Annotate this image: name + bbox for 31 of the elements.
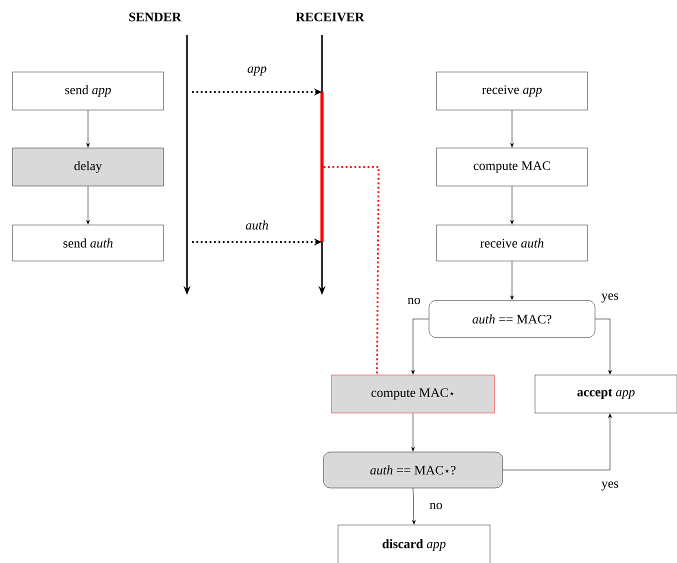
process-box: send app (12, 72, 164, 110)
edge-label: app (248, 66, 266, 76)
process-box: send auth (12, 224, 164, 262)
arrow (510, 260, 514, 300)
decision-box: auth == MAC? (428, 300, 596, 338)
process-box: compute MAC (436, 148, 588, 186)
process-box: receive app (436, 72, 588, 110)
edge-label: no (430, 502, 442, 510)
process-box: discard app (338, 524, 490, 563)
column-heading: SENDER (129, 12, 182, 22)
arrow (86, 110, 90, 148)
connector (324, 166, 380, 375)
arrow (594, 318, 612, 374)
process-box: accept app (534, 374, 677, 414)
edge-label: auth (246, 220, 268, 230)
arrow (411, 412, 415, 452)
process-box: receive auth (436, 224, 588, 262)
column-heading: RECEIVER (296, 12, 364, 22)
arrow (411, 318, 430, 374)
edge-label: yes (602, 294, 618, 302)
edge-label: no (408, 298, 420, 304)
process-box: delay (12, 148, 164, 186)
process-box: compute MAC⋆ (331, 374, 495, 414)
arrow (502, 414, 612, 470)
decision-box: auth == MAC⋆? (323, 452, 503, 488)
arrow (86, 186, 90, 224)
arrow (510, 110, 514, 148)
arrow (510, 186, 514, 224)
edge-label: yes (602, 482, 618, 490)
highlight-bar (320, 92, 324, 242)
arrow (412, 488, 416, 524)
